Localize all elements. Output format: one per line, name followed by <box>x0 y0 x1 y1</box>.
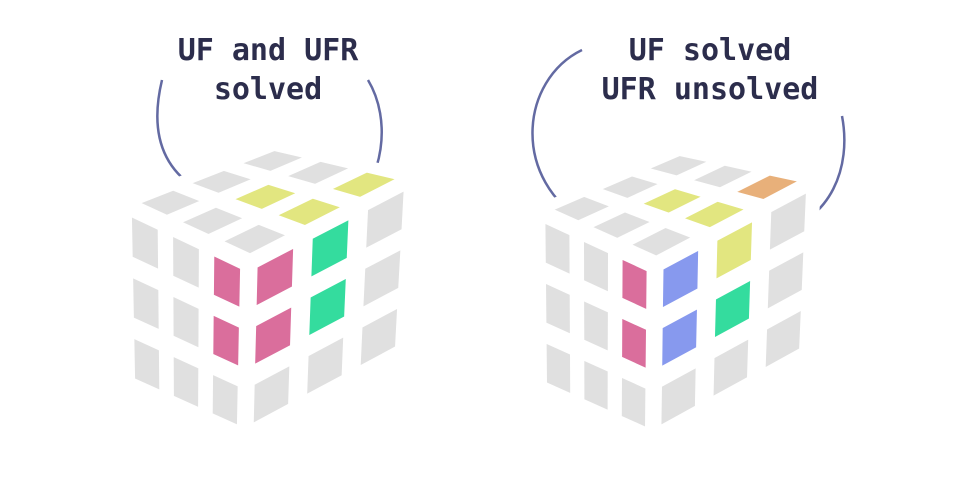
front-sticker-1-1 <box>170 293 202 352</box>
top-sticker-1-1 <box>638 186 707 216</box>
front-sticker-1-0 <box>130 274 162 333</box>
front-sticker-0-0 <box>542 220 573 278</box>
left-cube <box>119 140 419 443</box>
right-sticker-1-2 <box>764 248 807 313</box>
top-sticker-0-2 <box>237 148 309 174</box>
right-caption-line1: UF solved <box>629 33 792 68</box>
right-sticker-1-2 <box>360 246 404 311</box>
front-sticker-2-1 <box>581 357 611 414</box>
front-sticker-1-2 <box>619 315 649 372</box>
right-panel: UF solved UFR unsolved <box>531 33 846 445</box>
top-sticker-0-1 <box>597 173 664 201</box>
top-sticker-2-0 <box>219 221 291 257</box>
right-sticker-2-2 <box>357 304 401 370</box>
right-sticker-1-1 <box>306 274 349 340</box>
right-sticker-0-0 <box>659 246 702 312</box>
right-cube <box>533 145 821 445</box>
left-caption-line2: solved <box>214 72 322 107</box>
top-sticker-1-2 <box>282 158 355 187</box>
front-sticker-2-1 <box>170 353 202 411</box>
front-sticker-2-0 <box>543 340 574 397</box>
front-sticker-0-1 <box>581 238 611 296</box>
right-sticker-2-1 <box>710 335 752 400</box>
top-sticker-1-0 <box>177 204 248 238</box>
right-sticker-1-0 <box>659 305 700 370</box>
right-sticker-0-1 <box>308 216 352 281</box>
right-sticker-2-0 <box>658 364 699 429</box>
front-sticker-1-1 <box>581 297 611 355</box>
top-sticker-0-0 <box>136 187 205 218</box>
front-sticker-1-0 <box>543 280 573 338</box>
front-sticker-2-2 <box>209 371 241 429</box>
top-sticker-1-2 <box>688 162 758 191</box>
right-sticker-1-1 <box>711 276 754 342</box>
right-sticker-1-0 <box>252 303 295 368</box>
top-sticker-0-0 <box>549 193 615 224</box>
left-caption-line1: UF and UFR <box>178 33 360 68</box>
right-sticker-0-2 <box>766 189 809 254</box>
front-sticker-0-1 <box>170 233 202 292</box>
top-sticker-0-1 <box>186 167 257 196</box>
right-sticker-0-2 <box>363 187 407 252</box>
front-sticker-2-2 <box>618 374 649 431</box>
right-sticker-2-0 <box>250 362 293 427</box>
right-sticker-2-1 <box>304 333 347 398</box>
top-sticker-1-0 <box>588 209 655 241</box>
right-caption-line2: UFR unsolved <box>602 72 819 107</box>
top-sticker-0-2 <box>644 153 713 179</box>
front-sticker-0-2 <box>619 256 650 313</box>
front-sticker-1-2 <box>210 312 242 370</box>
front-sticker-2-0 <box>131 335 163 394</box>
right-sticker-0-0 <box>253 244 297 310</box>
right-sticker-2-2 <box>762 306 804 372</box>
front-sticker-0-0 <box>128 213 162 273</box>
right-sticker-0-1 <box>713 218 756 283</box>
top-sticker-1-1 <box>230 181 301 212</box>
front-sticker-0-2 <box>210 252 244 311</box>
left-panel: UF and UFR solved <box>119 33 419 443</box>
